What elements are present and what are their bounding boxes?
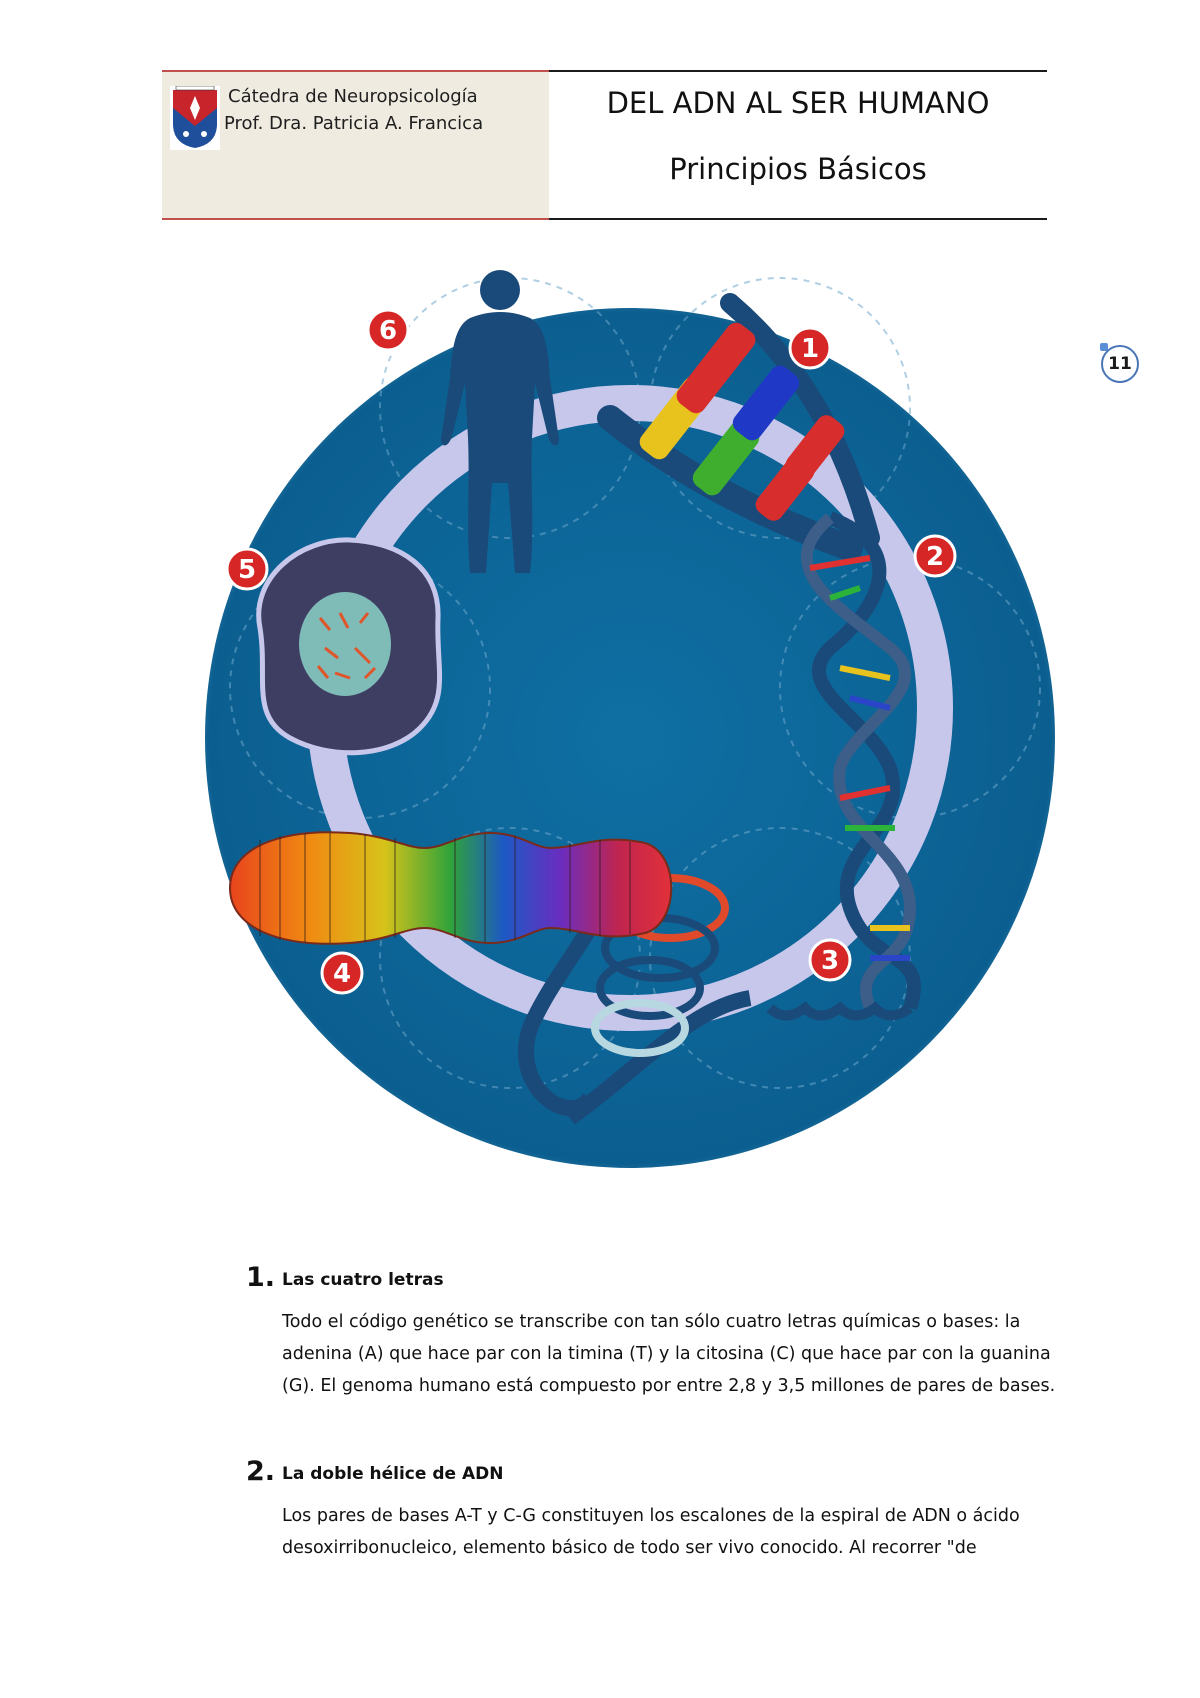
step-badge-1: 1 [788, 326, 832, 370]
step-badge-4: 4 [320, 951, 364, 995]
dna-to-human-illustration: 1 2 3 4 5 6 [205, 270, 1055, 1168]
double-helix [766, 511, 921, 1021]
section-number: 1. [246, 1262, 276, 1293]
step-label-3: 3 [821, 946, 839, 976]
step-badge-3: 3 [808, 938, 852, 982]
page-header: Cátedra de Neuropsicología Prof. Dra. Pa… [162, 70, 1047, 220]
section-body: Los pares de bases A-T y C-G constituyen… [282, 1506, 1020, 1558]
step-label-1: 1 [801, 334, 819, 364]
university-crest-icon [170, 86, 220, 150]
header-institution-box: Cátedra de Neuropsicología Prof. Dra. Pa… [162, 70, 549, 220]
step-label-2: 2 [926, 542, 944, 572]
institution-name: Cátedra de Neuropsicología [228, 86, 478, 107]
section-body: Todo el código genético se transcribe co… [282, 1312, 1056, 1396]
step-badge-6: 6 [366, 308, 410, 352]
chromosome [228, 831, 673, 945]
header-title-box: DEL ADN AL SER HUMANO Principios Básicos [549, 70, 1047, 220]
document-subtitle: Principios Básicos [669, 152, 927, 186]
document-title: DEL ADN AL SER HUMANO [606, 86, 990, 120]
page-number-marker [1100, 343, 1108, 351]
page-number: 11 [1101, 345, 1139, 383]
step-label-5: 5 [238, 555, 256, 585]
step-badge-2: 2 [913, 534, 957, 578]
section-heading: La doble hélice de ADN [282, 1464, 504, 1484]
step-badge-5: 5 [225, 547, 269, 591]
section-number: 2. [246, 1456, 276, 1487]
base-pairs-diagram [597, 293, 880, 561]
step-label-4: 4 [333, 959, 351, 989]
step-label-6: 6 [379, 316, 397, 346]
cell-nucleus [256, 537, 442, 756]
section-heading: Las cuatro letras [282, 1270, 444, 1290]
human-silhouette [441, 270, 559, 573]
professor-name: Prof. Dra. Patricia A. Francica [224, 113, 484, 134]
